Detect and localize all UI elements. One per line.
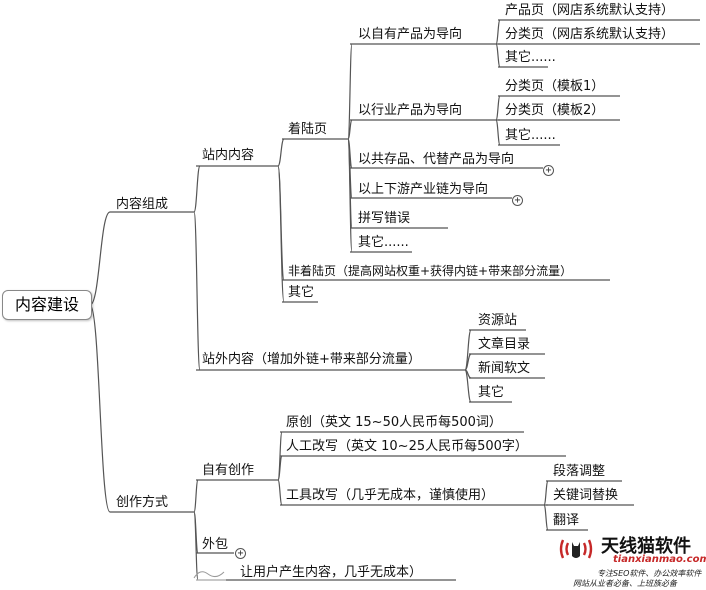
node-own-products-other[interactable]: 其它...... xyxy=(505,50,556,65)
node-outsourcing[interactable]: 外包 xyxy=(202,537,229,552)
node-keyword-replace[interactable]: 关键词替换 xyxy=(553,488,619,503)
node-offsite-other[interactable]: 其它 xyxy=(478,385,505,400)
root-node[interactable]: 内容建设 xyxy=(2,290,92,320)
node-ugc[interactable]: 让用户产生内容，几乎无成本） xyxy=(240,565,423,580)
node-press-release[interactable]: 新闻软文 xyxy=(478,361,531,376)
logo-domain: tianxianmao.com xyxy=(613,554,706,565)
node-translate[interactable]: 翻译 xyxy=(553,513,580,528)
node-content-composition[interactable]: 内容组成 xyxy=(116,197,169,212)
node-category-template-1[interactable]: 分类页（模板1） xyxy=(505,79,605,94)
node-own-products[interactable]: 以自有产品为导向 xyxy=(358,27,463,42)
cat-antenna-icon xyxy=(559,539,593,559)
node-onsite-other[interactable]: 其它 xyxy=(288,285,315,300)
node-original[interactable]: 原创（英文 15~50人民币每500词） xyxy=(286,415,502,430)
node-landing-other[interactable]: 其它...... xyxy=(358,235,409,250)
node-landing-page[interactable]: 着陆页 xyxy=(288,122,328,137)
node-offsite-content[interactable]: 站外内容（增加外链+带来部分流量） xyxy=(202,352,421,367)
expand-supply-chain-icon[interactable]: + xyxy=(512,195,523,206)
node-self-creation[interactable]: 自有创作 xyxy=(202,463,255,478)
node-common-products[interactable]: 以共存品、代替产品为导向 xyxy=(358,152,515,167)
node-manual-rewrite[interactable]: 人工改写（英文 10~25人民币每500字） xyxy=(286,439,528,454)
node-tool-rewrite[interactable]: 工具改写（几乎无成本，谨慎使用） xyxy=(286,488,495,503)
node-category-template-2[interactable]: 分类页（模板2） xyxy=(505,103,605,118)
node-category-page-default[interactable]: 分类页（网店系统默认支持） xyxy=(505,27,675,42)
expand-common-products-icon[interactable]: + xyxy=(543,165,554,176)
logo-name: 天线猫软件 xyxy=(601,536,691,557)
expand-outsourcing-icon[interactable]: + xyxy=(235,548,246,559)
brand-logo: 天线猫软件 tianxianmao.com 专注SEO软件、办公效率软件 网站从… xyxy=(557,530,706,590)
node-industry-other[interactable]: 其它...... xyxy=(505,128,556,143)
node-creation-method[interactable]: 创作方式 xyxy=(116,495,169,510)
node-supply-chain[interactable]: 以上下游产业链为导向 xyxy=(358,182,489,197)
node-typos[interactable]: 拼写错误 xyxy=(358,211,411,226)
stamp-icon xyxy=(193,571,226,581)
node-article-directory[interactable]: 文章目录 xyxy=(478,337,531,352)
node-non-landing-page[interactable]: 非着陆页（提高网站权重+获得内链+带来部分流量） xyxy=(288,264,573,278)
node-resource-sites[interactable]: 资源站 xyxy=(478,313,518,328)
node-industry-products[interactable]: 以行业产品为导向 xyxy=(358,103,463,118)
node-onsite-content[interactable]: 站内内容 xyxy=(202,148,255,163)
node-product-page[interactable]: 产品页（网店系统默认支持） xyxy=(505,3,675,18)
logo-tagline-1: 专注SEO软件、办公效率软件 xyxy=(597,569,702,578)
logo-tagline-2: 网站从业者必备、上班族必备 xyxy=(573,579,677,588)
node-paragraph-adjust[interactable]: 段落调整 xyxy=(553,464,606,479)
